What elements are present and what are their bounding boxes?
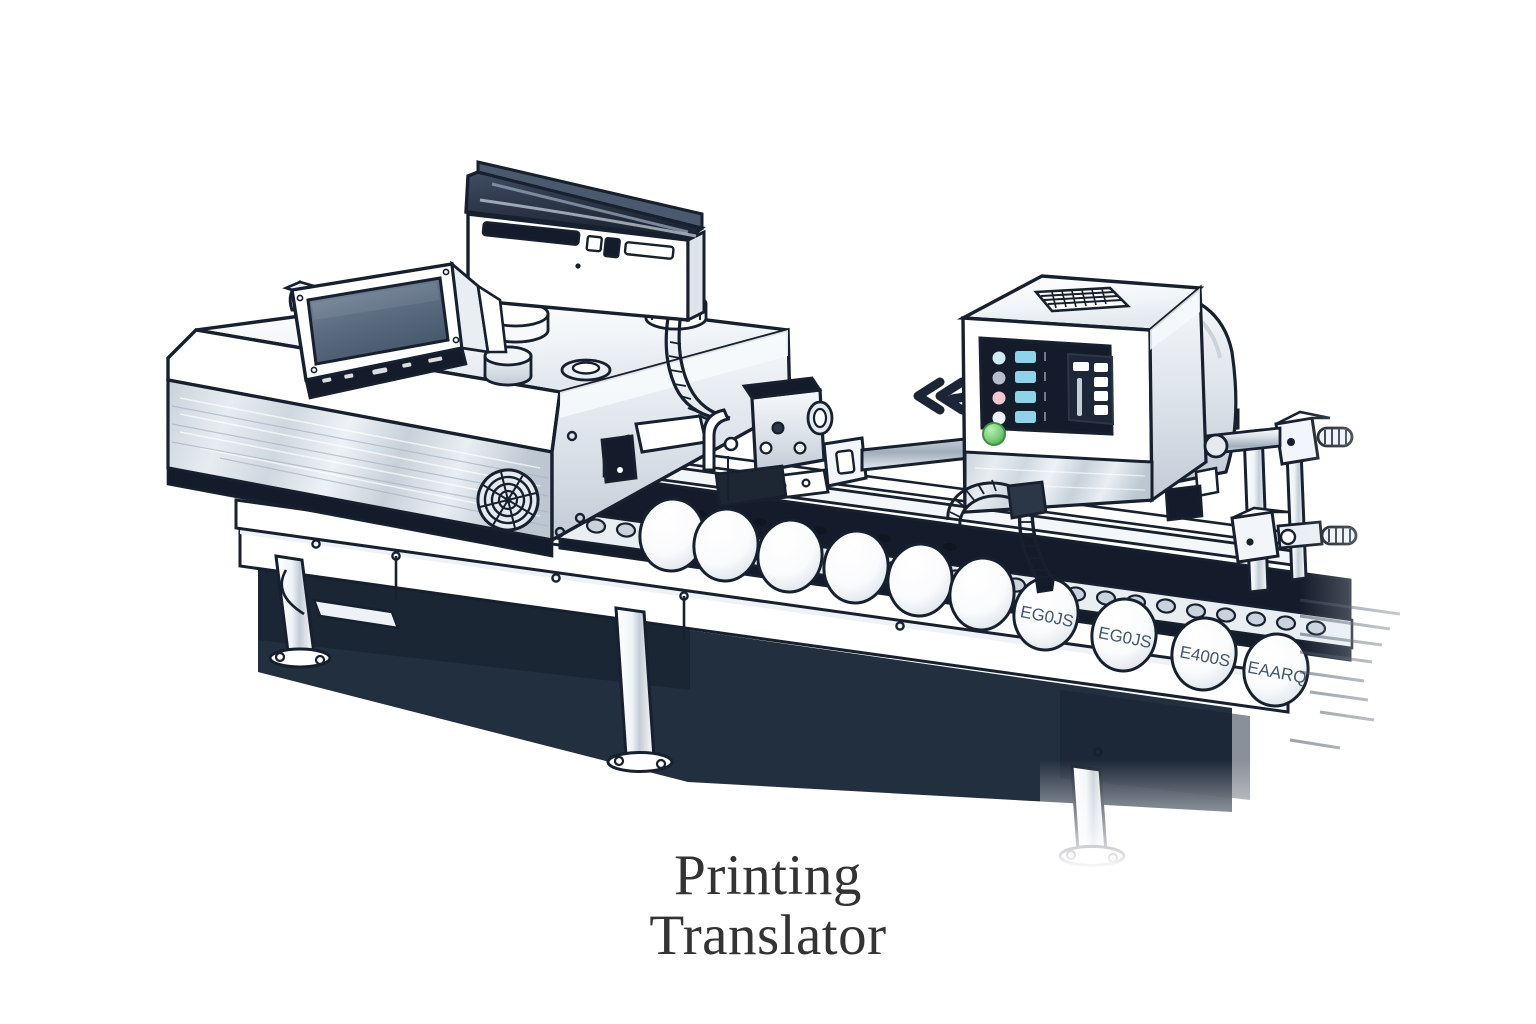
panel-button-1[interactable]	[1015, 351, 1036, 363]
carriage-knob[interactable]	[806, 400, 834, 436]
key-5[interactable]	[1094, 405, 1108, 415]
bottom-fade	[1040, 760, 1500, 870]
egg-row: EG0JS EG0JS E400S EAARQ	[638, 497, 1310, 708]
rotary-knob[interactable]	[483, 345, 533, 387]
round-port	[560, 358, 612, 382]
indicator-lamp-4	[992, 411, 1006, 425]
key-3[interactable]	[1094, 377, 1108, 387]
printer-keypad[interactable]	[1066, 352, 1115, 426]
panel-button-3[interactable]	[1015, 391, 1036, 403]
touchscreen-display[interactable]	[282, 260, 508, 400]
panel-button-2[interactable]	[1015, 371, 1036, 383]
key-2[interactable]	[1094, 363, 1108, 372]
indicator-lamp-1	[992, 351, 1006, 365]
ink-reservoir-hopper	[464, 160, 706, 323]
conveyor-leg-1	[268, 554, 400, 669]
panel-button-4[interactable]	[1015, 411, 1036, 423]
list-item: E400S	[1170, 616, 1238, 692]
printer-control-panel[interactable]	[978, 336, 1115, 436]
key-6[interactable]	[1077, 378, 1082, 416]
power-led	[982, 422, 1006, 446]
hose-arc	[946, 481, 1011, 527]
list-item	[948, 556, 1016, 632]
list-item: EG0JS	[1090, 597, 1158, 673]
cable-ribs	[668, 341, 699, 413]
list-item	[756, 518, 824, 594]
ink-umbilical-conduit	[1006, 480, 1056, 594]
key-4[interactable]	[1094, 391, 1108, 401]
conveyor-leg-2	[606, 606, 674, 773]
indicator-lamp-2	[992, 371, 1006, 385]
inkjet-printer-head-unit	[946, 274, 1238, 594]
fan-grille	[476, 468, 540, 532]
print-head-carriage	[702, 376, 868, 508]
indicator-lamp-3	[992, 391, 1006, 405]
top-vent-grille	[1033, 286, 1131, 313]
key-1[interactable]	[1073, 362, 1089, 371]
